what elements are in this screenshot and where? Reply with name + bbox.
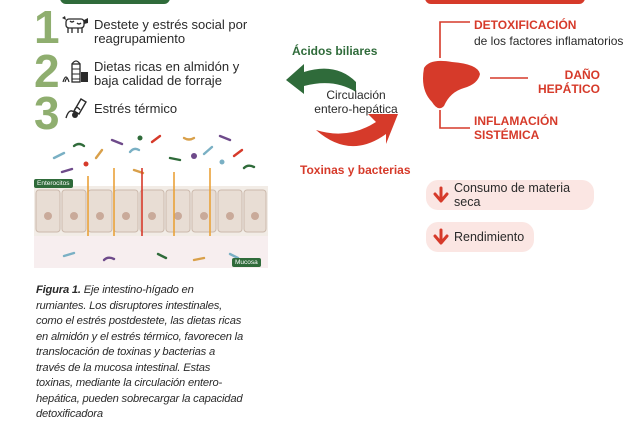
bile-acids-label: Ácidos biliares [292,44,378,58]
outcome-performance: Rendimiento [426,222,534,252]
arrow-down-icon [432,186,450,204]
caption-label: Figura 1. [36,284,81,296]
outcome-dry-matter-intake: Consumo de materia seca [426,180,594,210]
outcome-text: Rendimiento [454,230,525,244]
liver-connectors [418,0,618,145]
cause-text-1: Destete y estrés social por reagrupamien… [94,17,248,46]
left-header-bar [60,0,170,4]
liver-icon [420,58,482,115]
liver-damage-label: DAÑO HEPÁTICO [537,68,600,96]
cause-text-3: Estrés térmico [94,101,178,116]
toxins-label: Toxinas y bacterias [300,163,411,177]
cause-number-3: 3 [34,87,60,139]
cause-text-2: Dietas ricas en almidón y baja calidad d… [94,59,240,88]
intestine-illustration [34,128,268,268]
toxins-arrow [310,96,402,167]
figure-caption: Figura 1. Eje intestino-hígado en rumian… [36,283,246,423]
caption-text: Eje intestino-hígado en rumiantes. Los d… [36,284,243,420]
enterocytes-tag: Enterocitos [34,179,73,188]
bile-acids-arrow [284,58,358,103]
mucosa-tag: Mucosa [232,258,261,267]
cause-number-2: 2 [34,45,60,97]
circulation-label: Circulación entero-hepática [314,88,398,116]
silo-icon [62,58,90,89]
right-header-bar [425,0,585,4]
outcome-text: Consumo de materia seca [454,181,571,209]
detox-subtitle: de los factores inflamatorios [474,34,624,48]
detox-title: DETOXIFICACIÓN [474,18,577,32]
systemic-inflammation-label: INFLAMACIÓN SISTÉMICA [474,114,558,142]
cause-number-1: 1 [34,1,60,53]
thermometer-icon [62,96,90,127]
cow-icon [60,14,90,39]
arrow-down-icon [432,228,450,246]
